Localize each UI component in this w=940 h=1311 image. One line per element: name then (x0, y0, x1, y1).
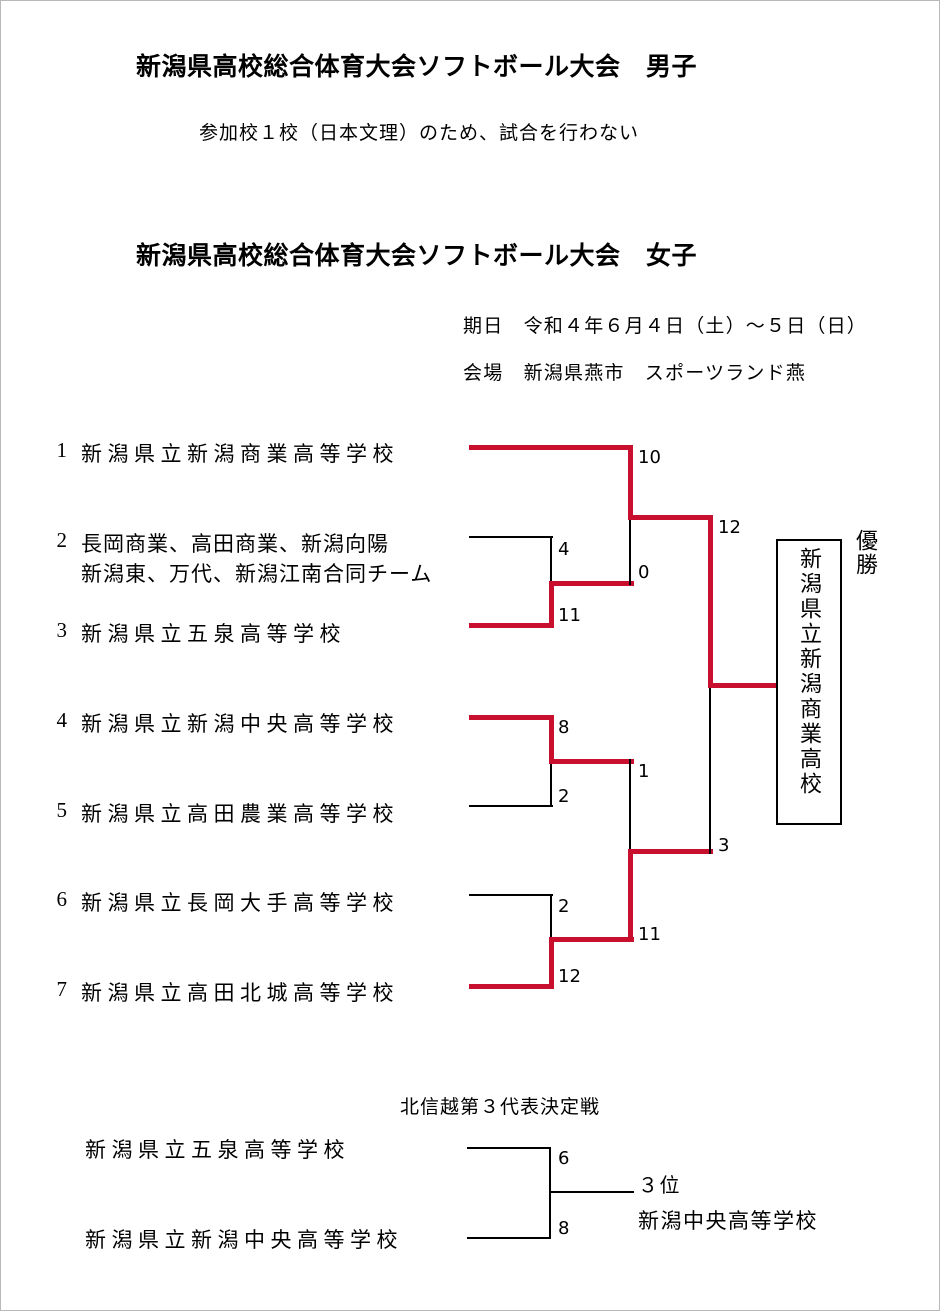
feeder-line-seed-1 (469, 445, 632, 450)
seed-number-1: 1 (56, 438, 68, 462)
score-upper-semifinal-winner: 12 (718, 517, 741, 538)
feeder-line-seed-6 (469, 894, 553, 896)
team-name-7: 新潟県立高田北城高等学校 (81, 981, 399, 1005)
seed-number-6: 6 (56, 887, 68, 911)
feeder-line-seed-2 (469, 536, 553, 538)
connector-seed4-upper (549, 715, 554, 763)
round2-line-lower-upper (549, 759, 634, 764)
feeder-line-seed-3 (469, 623, 553, 628)
third-place-winner-line (549, 1191, 634, 1193)
final-connector-black (709, 685, 711, 854)
connector-seed5-lower (550, 759, 552, 807)
semi-connector-upper-red (628, 445, 633, 517)
champion-name: 新潟県立新潟商業高校 (797, 547, 822, 797)
score-seed6: 2 (558, 896, 570, 917)
seed-number-3: 3 (56, 618, 68, 642)
team-name-5: 新潟県立高田農業高等学校 (81, 802, 399, 826)
third-place-team-bottom: 新潟県立新潟中央高等学校 (85, 1228, 403, 1252)
champion-label: 優勝 (853, 529, 878, 577)
score-seed1-semifinal: 10 (638, 447, 661, 468)
semifinal-line-upper (628, 515, 713, 520)
seed-number-7: 7 (56, 977, 68, 1001)
third-place-feeder-top (467, 1147, 551, 1149)
score-upper-semifinal-loser: 0 (638, 562, 650, 583)
mens-tournament-title: 新潟県高校総合体育大会ソフトボール大会 男子 (136, 52, 698, 81)
round2-line-upper-lower (549, 581, 634, 586)
semi-connector-lower-black (629, 759, 631, 853)
team-name-3: 新潟県立五泉高等学校 (81, 622, 346, 646)
score-seed2: 4 (558, 539, 570, 560)
feeder-line-seed-7 (469, 984, 553, 989)
score-final-runner-up: 3 (718, 835, 730, 856)
connector-seed2-upper (550, 536, 552, 585)
team-name-2-line1: 長岡商業、高田商業、新潟向陽 (81, 532, 389, 556)
team-name-2-line2: 新潟東、万代、新潟江南合同チーム (81, 562, 433, 586)
seed-number-5: 5 (56, 798, 68, 822)
semi-connector-lower-red (628, 849, 633, 941)
womens-tournament-title: 新潟県高校総合体育大会ソフトボール大会 女子 (136, 241, 698, 270)
team-name-1: 新潟県立新潟商業高等学校 (81, 442, 399, 466)
third-place-score-top: 6 (558, 1148, 570, 1169)
third-place-team-top: 新潟県立五泉高等学校 (85, 1138, 350, 1162)
connector-seed3-lower (549, 581, 554, 628)
score-seed5: 2 (558, 786, 570, 807)
connector-seed6-upper (550, 894, 552, 942)
score-seed7: 12 (558, 966, 581, 987)
seed-number-4: 4 (56, 708, 68, 732)
third-place-title: 北信越第３代表決定戦 (400, 1097, 601, 1118)
round2-line-lower-lower (549, 937, 634, 942)
feeder-line-seed-4 (469, 715, 553, 720)
feeder-line-seed-5 (469, 805, 553, 807)
third-place-feeder-bottom (467, 1237, 551, 1239)
connector-seed7-lower (549, 937, 554, 989)
score-seed3: 11 (558, 605, 581, 626)
score-seed4: 8 (558, 717, 570, 738)
score-lower-semifinal-lower: 11 (638, 924, 661, 945)
final-connector-red (708, 515, 713, 687)
third-place-connector (549, 1147, 551, 1239)
womens-venue-line: 会場 新潟県燕市 スポーツランド燕 (463, 363, 807, 384)
mens-no-match-note: 参加校１校（日本文理）のため、試合を行わない (199, 123, 640, 144)
womens-date-line: 期日 令和４年６月４日（土）～５日（日） (463, 316, 868, 337)
team-name-6: 新潟県立長岡大手高等学校 (81, 891, 399, 915)
semifinal-line-lower (628, 849, 713, 854)
third-place-rank-label: ３位 (638, 1175, 681, 1197)
seed-number-2: 2 (56, 528, 68, 552)
third-place-winner-name: 新潟中央高等学校 (638, 1209, 818, 1233)
score-lower-semifinal-upper: 1 (638, 761, 650, 782)
third-place-score-bottom: 8 (558, 1218, 570, 1239)
semi-connector-upper-black (629, 515, 631, 585)
champion-box: 新潟県立新潟商業高校 (776, 539, 842, 825)
final-line-to-champion (708, 683, 778, 688)
team-name-4: 新潟県立新潟中央高等学校 (81, 712, 399, 736)
